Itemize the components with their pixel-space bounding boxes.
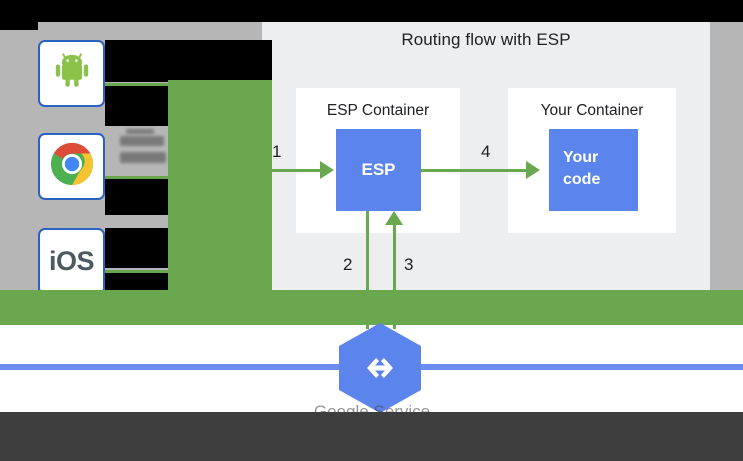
occlusion-block-1	[105, 40, 272, 82]
blurred-caption-b	[120, 136, 164, 146]
your-container-label: Your Container	[540, 102, 644, 119]
arrow-1-head	[320, 161, 334, 179]
android-connector	[105, 83, 180, 86]
chrome-icon	[49, 141, 95, 192]
diagram-title: Routing flow with ESP	[401, 30, 571, 49]
google-service-hexagon-icon	[337, 322, 423, 414]
client-tile-ios[interactable]: iOS	[38, 228, 105, 295]
step-number-4: 4	[481, 142, 491, 161]
esp-box: ESP	[336, 129, 421, 211]
occlusion-block-6	[0, 22, 38, 30]
client-tile-android[interactable]	[38, 40, 105, 107]
arrow-3-head	[385, 211, 403, 225]
android-icon	[51, 50, 93, 97]
chrome-connector	[105, 176, 180, 179]
step-number-3: 3	[404, 255, 414, 274]
step-number-2: 2	[343, 255, 353, 274]
occlusion-green-band	[0, 290, 743, 325]
client-tile-chrome[interactable]	[38, 133, 105, 200]
occlusion-top-bar	[0, 0, 743, 22]
esp-container-card: ESP Container	[296, 88, 460, 233]
your-code-label-line1: Your	[563, 149, 599, 166]
occlusion-green-block	[168, 80, 272, 322]
ios-icon: iOS	[48, 246, 95, 276]
arrow-3-line	[393, 223, 396, 329]
arrow-2-line	[366, 211, 369, 329]
blurred-caption-c	[120, 152, 166, 163]
arrow-4-line	[421, 169, 529, 172]
arrow-4-head	[526, 161, 540, 179]
occlusion-bottom-bar	[0, 412, 743, 461]
your-code-box: Your code	[549, 129, 638, 211]
blurred-caption-a	[126, 129, 154, 134]
esp-box-label: ESP	[361, 160, 396, 179]
step-number-1: 1	[272, 142, 282, 161]
arrow-1-line	[262, 169, 322, 172]
esp-container-label: ESP Container	[326, 102, 430, 119]
ios-connector	[105, 270, 180, 273]
your-code-label-line2: code	[563, 171, 601, 188]
page-surround-right	[710, 22, 743, 312]
